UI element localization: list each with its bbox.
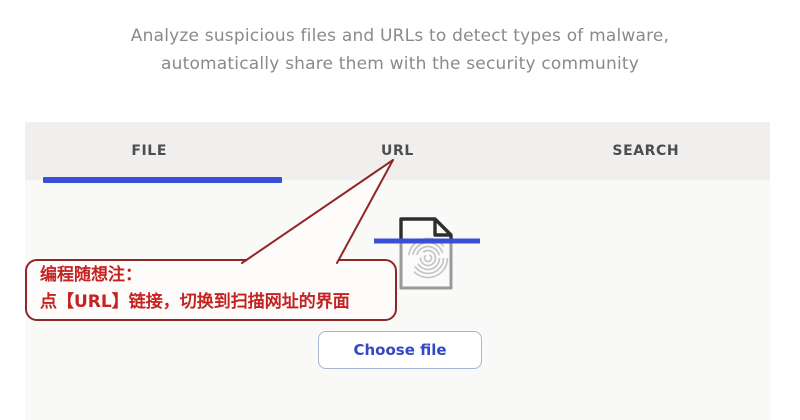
tab-url-label: URL [381, 143, 414, 159]
choose-file-button[interactable]: Choose file [318, 331, 482, 369]
scanner-panel: FILE URL SEARCH [25, 122, 770, 420]
document-fingerprint-scan-icon [374, 217, 480, 290]
tab-file-label: FILE [131, 143, 167, 159]
tab-url[interactable]: URL [273, 122, 521, 180]
tab-search-label: SEARCH [612, 143, 680, 159]
tab-file[interactable]: FILE [25, 122, 273, 180]
scan-line [374, 238, 480, 244]
tab-bar: FILE URL SEARCH [25, 122, 770, 180]
active-tab-indicator [43, 177, 282, 183]
tagline-line-1: Analyze suspicious files and URLs to det… [130, 26, 670, 46]
tab-search[interactable]: SEARCH [522, 122, 770, 180]
header-tagline: Analyze suspicious files and URLs to det… [0, 22, 800, 78]
tagline-line-2: automatically share them with the securi… [160, 54, 639, 74]
